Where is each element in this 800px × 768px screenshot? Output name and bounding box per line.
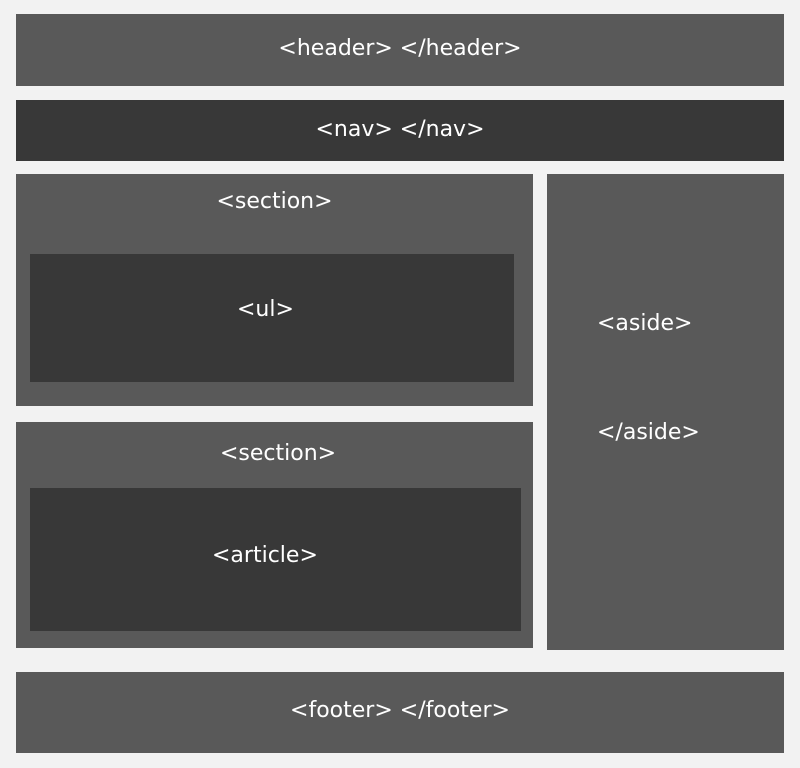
- section-top-label: <section>: [216, 189, 333, 214]
- aside-close-label: </aside>: [597, 420, 700, 445]
- header-block: <header> </header>: [16, 14, 784, 86]
- footer-block: <footer> </footer>: [16, 672, 784, 753]
- article-block: <article>: [30, 488, 521, 631]
- section-top-block: <section> <ul>: [16, 174, 533, 406]
- header-label: <header> </header>: [278, 36, 522, 61]
- footer-label: <footer> </footer>: [290, 698, 510, 723]
- nav-block: <nav> </nav>: [16, 100, 784, 161]
- section-bottom-label: <section>: [220, 441, 337, 466]
- ul-label: <ul>: [237, 297, 294, 322]
- aside-open-label: <aside>: [597, 311, 693, 336]
- nav-label: <nav> </nav>: [315, 117, 485, 142]
- ul-block: <ul>: [30, 254, 514, 382]
- section-bottom-block: <section> <article>: [16, 422, 533, 648]
- article-label: <article>: [212, 543, 318, 568]
- aside-block: <aside> </aside>: [547, 174, 784, 650]
